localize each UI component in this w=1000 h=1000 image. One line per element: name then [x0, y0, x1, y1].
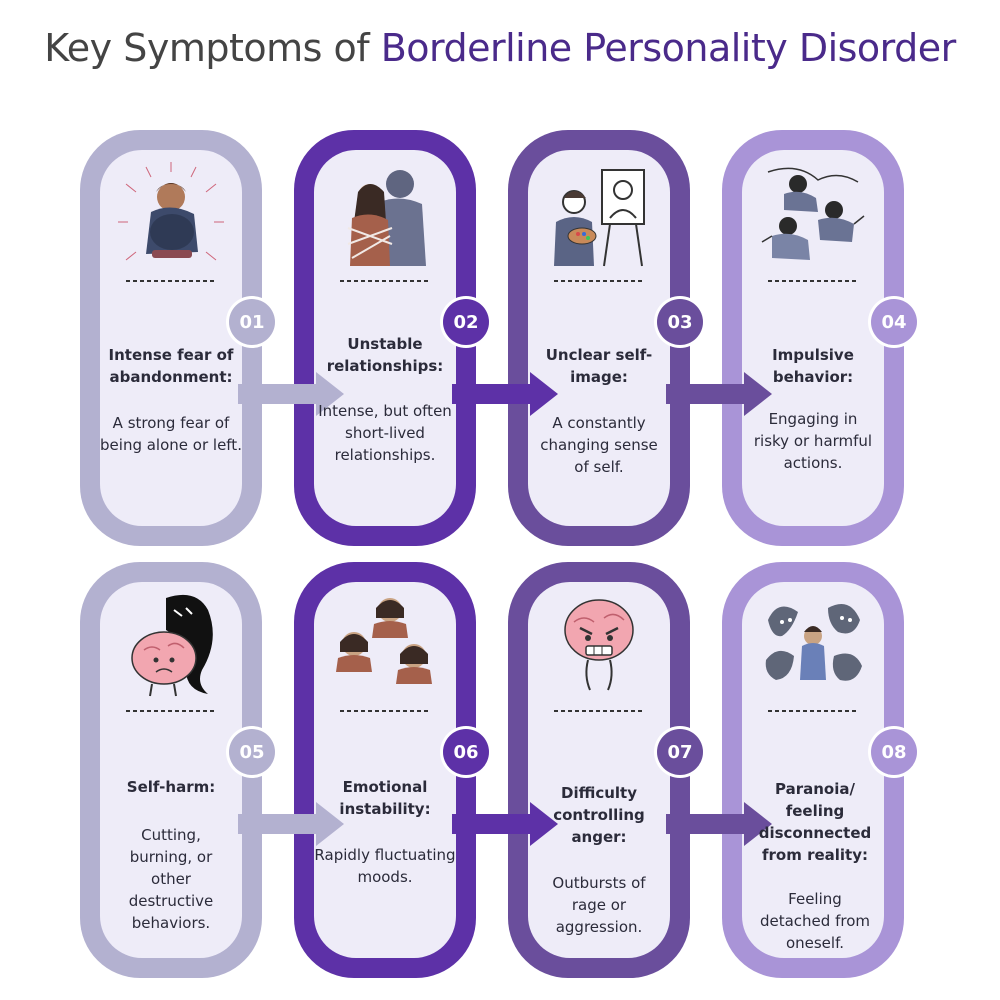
symptom-heading: Paranoia/ feeling disconnected from real… [758, 780, 872, 864]
page-title: Key Symptoms of Borderline Personality D… [0, 26, 1000, 70]
number-disc: 06 [443, 729, 489, 775]
ghosts-surrounding-person-icon [758, 590, 868, 700]
divider-dashes [340, 710, 430, 712]
number-text: 08 [881, 741, 907, 763]
angry-brain-icon [544, 590, 654, 700]
arrow-03-04 [666, 372, 772, 416]
divider-dashes [340, 280, 430, 282]
tangled-couple-icon [330, 162, 440, 272]
symptom-card-03 [508, 130, 690, 546]
number-badge: 02 [440, 296, 492, 348]
number-badge: 06 [440, 726, 492, 778]
number-disc: 07 [657, 729, 703, 775]
symptom-description: Cutting, burning, or other destructive b… [128, 826, 214, 932]
number-badge: 03 [654, 296, 706, 348]
arrow-02-03 [452, 372, 558, 416]
title-part2: Borderline Personality Disorder [380, 26, 957, 70]
number-text: 07 [667, 741, 693, 763]
divider-dashes [126, 280, 216, 282]
arrow-06-07 [452, 802, 558, 846]
person-hugging-knees-icon [116, 162, 226, 272]
number-text: 04 [881, 311, 907, 333]
symptom-description: A constantly changing sense of self. [540, 414, 658, 476]
number-badge: 04 [868, 296, 920, 348]
symptom-heading: Self-harm: [126, 778, 216, 796]
arrow-01-02 [238, 372, 344, 416]
divider-dashes [554, 280, 644, 282]
symptom-heading: Intense fear of abandonment: [108, 346, 234, 386]
number-badge: 08 [868, 726, 920, 778]
arrow-07-08 [666, 802, 772, 846]
number-disc: 05 [229, 729, 275, 775]
number-badge: 01 [226, 296, 278, 348]
symptom-description: Intense, but often short-lived relations… [318, 402, 452, 464]
number-text: 03 [667, 311, 693, 333]
symptom-heading: Impulsive behavior: [772, 346, 854, 386]
symptom-card-08 [722, 562, 904, 978]
symptom-description: Feeling detached from oneself. [759, 890, 870, 952]
number-badge: 07 [654, 726, 706, 778]
symptom-description: Rapidly fluctuating moods. [314, 846, 456, 886]
painter-self-portrait-icon [544, 162, 654, 272]
symptom-heading: Unclear self-image: [545, 346, 653, 386]
symptom-description: A strong fear of being alone or left. [100, 414, 242, 454]
number-disc: 01 [229, 299, 275, 345]
people-jumping-icon [758, 162, 868, 272]
number-badge: 05 [226, 726, 278, 778]
number-disc: 08 [871, 729, 917, 775]
divider-dashes [768, 710, 858, 712]
number-text: 05 [239, 741, 265, 763]
symptom-description: Engaging in risky or harmful actions. [753, 410, 873, 472]
symptom-heading: Unstable relationships: [326, 335, 444, 375]
three-faces-icon [330, 590, 440, 700]
symptom-heading: Emotional instability: [339, 778, 431, 818]
number-disc: 02 [443, 299, 489, 345]
divider-dashes [554, 710, 644, 712]
symptom-description: Outbursts of rage or aggression. [552, 874, 646, 936]
number-disc: 04 [871, 299, 917, 345]
arrow-05-06 [238, 802, 344, 846]
number-text: 02 [453, 311, 479, 333]
number-text: 01 [239, 311, 265, 333]
sad-brain-shadow-icon [116, 590, 226, 700]
title-part1: Key Symptoms of [44, 26, 381, 70]
card-inner [528, 150, 670, 526]
divider-dashes [768, 280, 858, 282]
number-disc: 03 [657, 299, 703, 345]
number-text: 06 [453, 741, 479, 763]
symptom-heading: Difficulty controlling anger: [553, 784, 645, 846]
card-inner [742, 150, 884, 526]
divider-dashes [126, 710, 216, 712]
card-inner [314, 582, 456, 958]
